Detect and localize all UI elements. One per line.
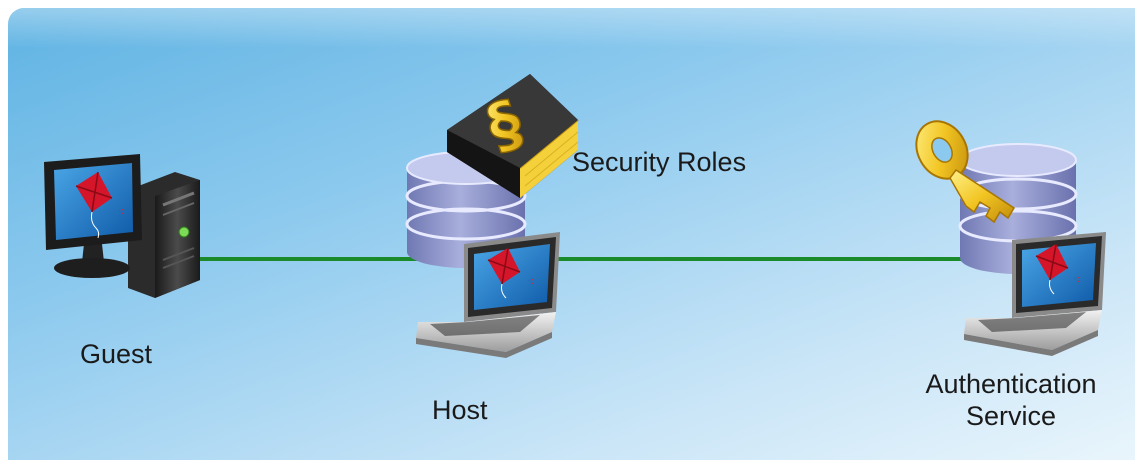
svg-text:·:: ·: [528, 276, 535, 287]
auth-laptop-icon: ·: [964, 232, 1106, 356]
host-laptop-icon: ·: [416, 232, 560, 358]
security-roles-label: Security Roles [572, 147, 747, 177]
guest-label: Guest [80, 339, 153, 369]
authentication-service-label: Authentication Service [925, 369, 1097, 431]
svg-text:·:: ·: [118, 206, 125, 217]
security-roles-book-icon: § [447, 74, 579, 198]
guest-computer-icon: ·: [44, 154, 200, 298]
host-label: Host [432, 395, 488, 425]
svg-text:·:: ·: [1074, 274, 1081, 285]
key-icon [915, 120, 1016, 224]
